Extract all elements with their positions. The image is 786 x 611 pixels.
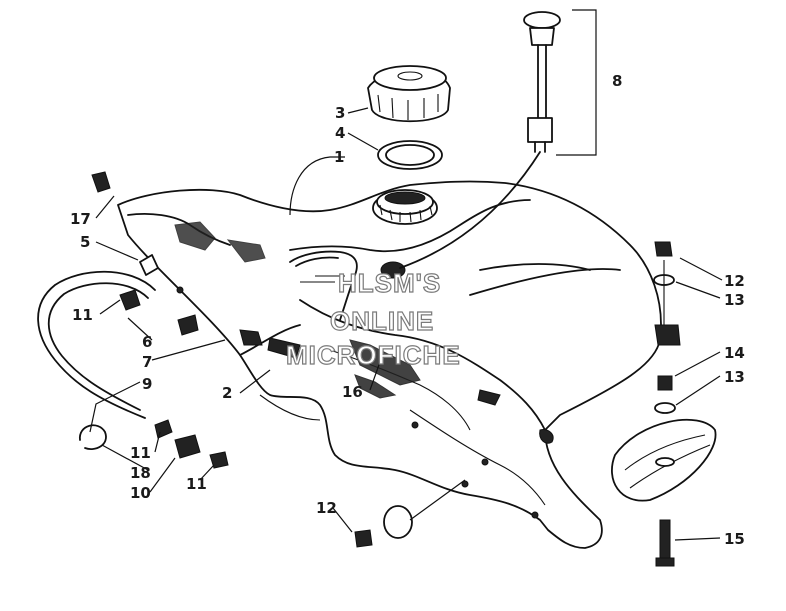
callout-17: 17 <box>70 210 91 228</box>
callout-11-right: 11 <box>186 475 207 493</box>
vent-fitting <box>300 151 541 283</box>
fuel-tank <box>117 180 662 549</box>
callout-15: 15 <box>724 530 745 548</box>
callout-13-upper: 13 <box>724 291 745 309</box>
callout-16: 16 <box>342 383 363 401</box>
fuel-hose-assembly <box>37 171 301 469</box>
callout-12-bottom: 12 <box>316 499 337 517</box>
callout-labels: 1 2 3 4 5 6 7 8 9 10 11 11 11 12 12 13 1… <box>70 72 745 548</box>
callout-9: 9 <box>142 375 152 393</box>
callout-8: 8 <box>612 72 622 90</box>
watermark-line-1: HLSM'S <box>338 268 441 298</box>
watermark: HLSM'S ONLINE MICROFICHE <box>285 267 461 370</box>
callout-11-middle: 11 <box>130 444 151 462</box>
callout-leaders <box>89 107 723 541</box>
callout-3: 3 <box>335 104 345 122</box>
fuel-gauge-sender <box>523 9 597 156</box>
callout-12-right: 12 <box>724 272 745 290</box>
callout-10: 10 <box>130 484 151 502</box>
watermark-line-3: MICROFICHE <box>286 340 461 370</box>
cap-gasket <box>377 140 443 170</box>
callout-11-left: 11 <box>72 306 93 324</box>
callout-1: 1 <box>334 148 344 166</box>
callout-4: 4 <box>335 124 345 142</box>
mount-hardware <box>354 241 717 567</box>
callout-18: 18 <box>130 464 151 482</box>
callout-13-lower: 13 <box>724 368 745 386</box>
callout-2: 2 <box>222 384 232 402</box>
watermark-line-2: ONLINE <box>330 306 434 336</box>
fuel-cap <box>367 65 451 123</box>
callout-7: 7 <box>142 353 152 371</box>
callout-6: 6 <box>142 333 152 351</box>
callout-5: 5 <box>80 233 90 251</box>
callout-14: 14 <box>724 344 745 362</box>
